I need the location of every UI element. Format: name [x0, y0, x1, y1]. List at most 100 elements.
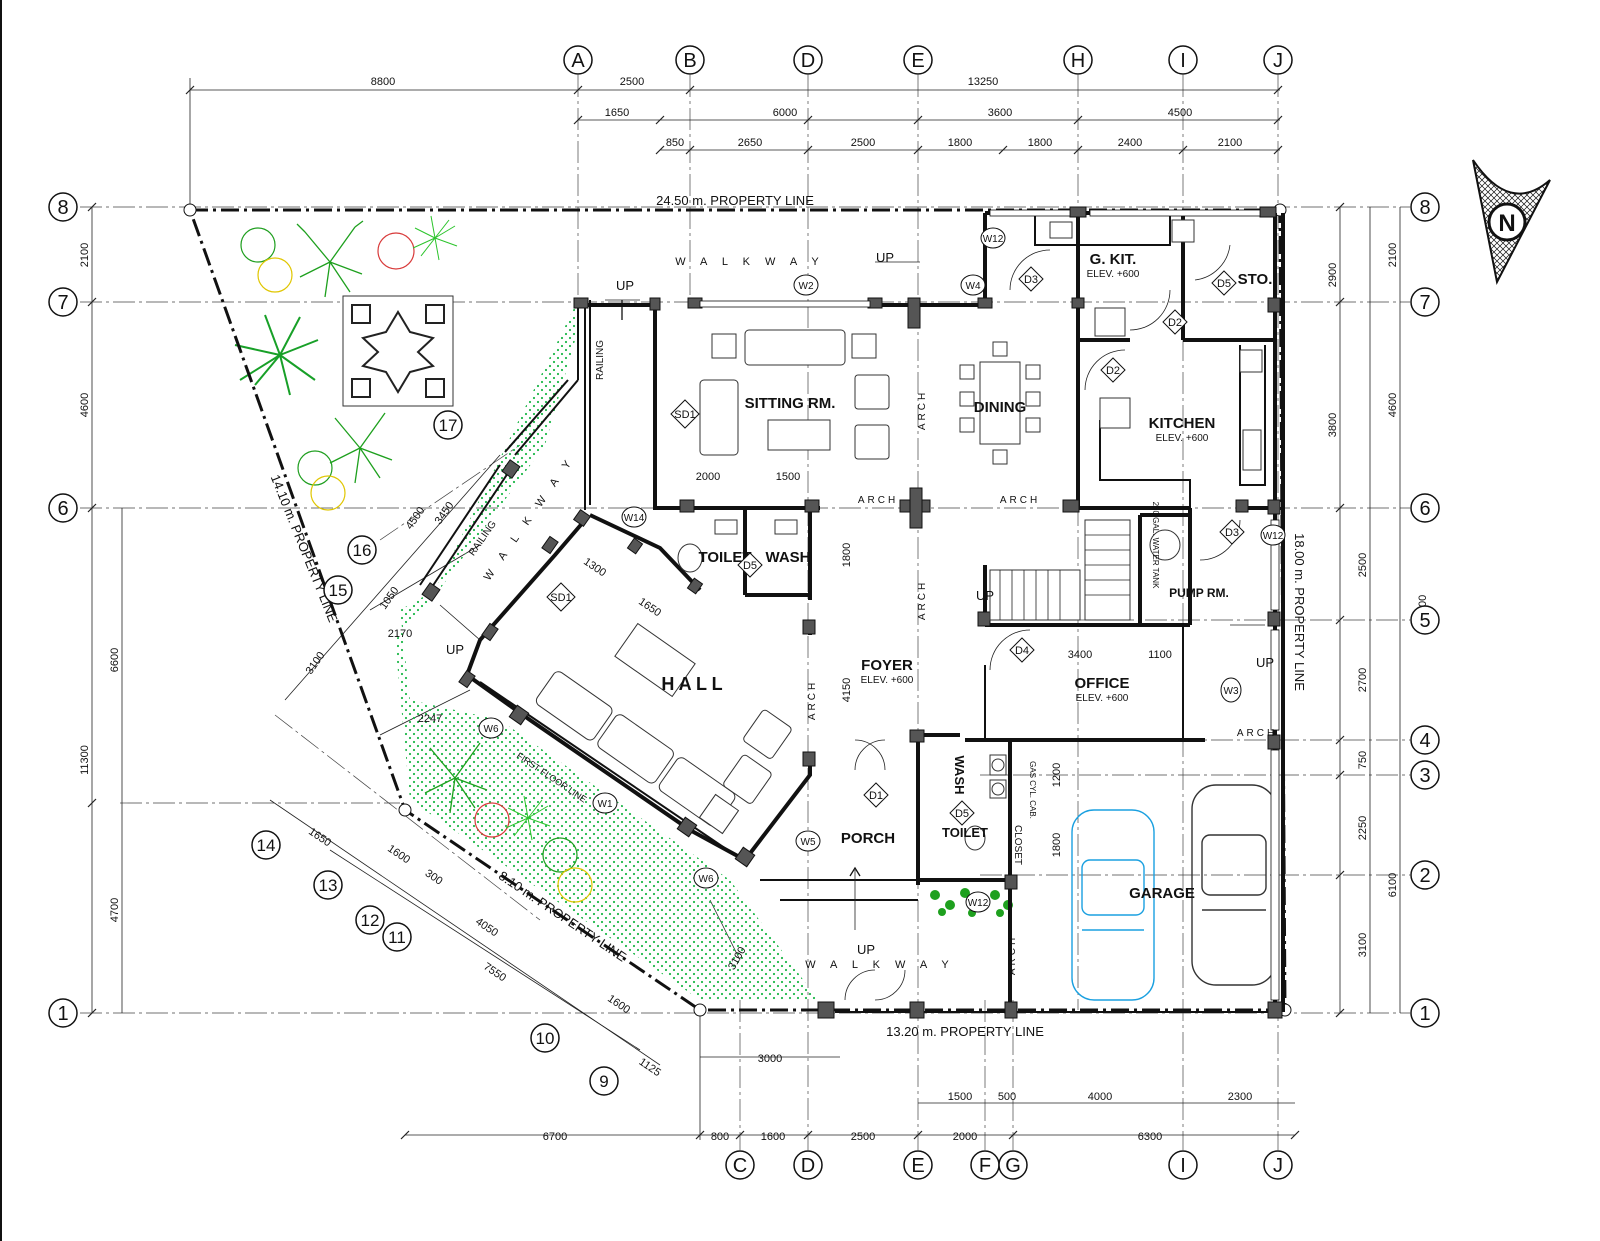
dim-diagonal: 3100 [304, 650, 328, 677]
dim-top: 1650 [605, 107, 629, 119]
windows [699, 209, 1280, 1001]
room-dining: DINING [974, 399, 1027, 416]
dim-top: 6000 [773, 107, 797, 119]
tag-w6: W6 [484, 724, 499, 735]
dim-interior: 1100 [1148, 649, 1172, 661]
dim-diagonal: 1125 [637, 1056, 663, 1079]
dim-left: 4700 [109, 898, 121, 922]
tag-w6: W6 [699, 874, 714, 885]
dim-interior: 4150 [841, 678, 853, 702]
tree-icon [234, 215, 1013, 917]
grid-bubble-6: 6 [57, 498, 68, 520]
dim-right: 3100 [1357, 933, 1369, 957]
room-gas-cabinet: GAS CYL. CAB. [1028, 761, 1037, 819]
dim-interior: 2000 [696, 471, 720, 483]
dim-diagonal: 7550 [481, 961, 508, 985]
dim-top: 850 [666, 137, 684, 149]
furniture [535, 219, 1263, 851]
dim-diagonal: 1050 [378, 585, 402, 612]
arch-label: ARCH [917, 390, 928, 430]
dim-right: 2100 [1387, 243, 1399, 267]
grid-bubble-d: D [801, 1155, 815, 1177]
tag-d1: D1 [869, 790, 883, 802]
tag-d3: D3 [1024, 274, 1038, 286]
grid-bubble-d: D [801, 50, 815, 72]
tag-w12: W12 [968, 898, 989, 909]
grid-bubble-4: 4 [1419, 730, 1430, 752]
dim-top: 13250 [968, 76, 999, 88]
dim-bottom: 1600 [761, 1131, 785, 1143]
tag-w2: W2 [799, 281, 814, 292]
tag-sd1: SD1 [550, 592, 571, 604]
grid-bubble-8: 8 [1419, 197, 1430, 219]
tag-d2: D2 [1106, 365, 1120, 377]
garden-pavilion [342, 295, 454, 407]
tag-d2: D2 [1168, 317, 1182, 329]
grid-bubble-f: F [979, 1155, 991, 1177]
tag-w12: W12 [1263, 531, 1284, 542]
dim-bottom: 6300 [1138, 1131, 1162, 1143]
property-line-south: 13.20 m. PROPERTY LINE [886, 1024, 1044, 1039]
dim-right: 2700 [1357, 668, 1369, 692]
grid-bubble-g: G [1005, 1155, 1021, 1177]
room-labels: SITTING RM. DINING G. KIT. ELEV. +600 ST… [661, 251, 1272, 902]
dim-interior: 1200 [1051, 763, 1063, 787]
property-line-east: 18.00 m. PROPERTY LINE [1292, 533, 1307, 691]
dim-diagonal: 1650 [306, 826, 333, 850]
dim-interior: 3400 [1068, 649, 1092, 661]
dim-interior: 1800 [1051, 833, 1063, 857]
dim-top: 2400 [1118, 137, 1142, 149]
tag-w12: W12 [983, 234, 1004, 245]
grid-bubble-10: 10 [536, 1029, 555, 1048]
room-foyer-elev: ELEV. +600 [861, 675, 914, 686]
dim-bottom: 4000 [1088, 1091, 1112, 1103]
grid-bubble-c: C [733, 1155, 747, 1177]
opening-tags: W1 W2 W3 W4 W5 W6 W6 W12 W12 W12 W14 D1 … [478, 227, 1286, 913]
tag-d5: D5 [955, 808, 969, 820]
dim-bottom: 6700 [543, 1131, 567, 1143]
dim-right: 2500 [1357, 553, 1369, 577]
grid-bubble-e: E [911, 50, 924, 72]
room-garage: GARAGE [1129, 885, 1195, 902]
dim-bottom: 1500 [948, 1091, 972, 1103]
property-line-north: 24.50 m. PROPERTY LINE [656, 193, 814, 208]
dim-right: 3800 [1327, 413, 1339, 437]
dim-diagonal: 300 [423, 867, 445, 887]
dim-top: 2650 [738, 137, 762, 149]
room-pump: PUMP RM. [1169, 586, 1229, 600]
walkway-label: W A L K W A Y [805, 959, 955, 971]
grid-bubble-6: 6 [1419, 498, 1430, 520]
dimension-text: 8800 2500 13250 1650 6000 3600 4500 850 … [79, 76, 1429, 1143]
room-foyer: FOYER [861, 657, 913, 674]
grid-bubble-b: B [683, 50, 696, 72]
grid-bubble-j: J [1273, 50, 1283, 72]
tag-w1: W1 [598, 799, 613, 810]
tag-w14: W14 [624, 513, 645, 524]
room-hall: H A L L [661, 674, 722, 694]
grid-bubble-7: 7 [1419, 292, 1430, 314]
dim-interior: 1500 [776, 471, 800, 483]
room-gkit-elev: ELEV. +600 [1087, 269, 1140, 280]
railing-label: RAILING [595, 340, 606, 380]
up-label: UP [976, 588, 994, 603]
room-office: OFFICE [1075, 675, 1130, 692]
dim-bottom: 2300 [1228, 1091, 1252, 1103]
dim-bottom: 500 [998, 1091, 1016, 1103]
dim-bottom: 3000 [758, 1053, 782, 1065]
arch-label: ARCH [917, 580, 928, 620]
room-porch: PORCH [841, 830, 895, 847]
up-label: UP [876, 250, 894, 265]
dim-diagonal: 4500 [404, 505, 428, 532]
dim-top: 3600 [988, 107, 1012, 119]
grid-bubble-7: 7 [57, 292, 68, 314]
room-toilet: TOILET [942, 825, 988, 840]
grid-bubble-1: 1 [1419, 1003, 1430, 1025]
arch-label: ARCH [807, 680, 818, 720]
grid-bubble-5: 5 [1419, 610, 1430, 632]
room-closet: CLOSET [1012, 825, 1023, 865]
dim-top: 1800 [948, 137, 972, 149]
dim-right: 750 [1357, 751, 1369, 769]
tag-d4: D4 [1015, 645, 1029, 657]
grid-bubble-e: E [911, 1155, 924, 1177]
grid-bubble-2: 2 [1419, 865, 1430, 887]
